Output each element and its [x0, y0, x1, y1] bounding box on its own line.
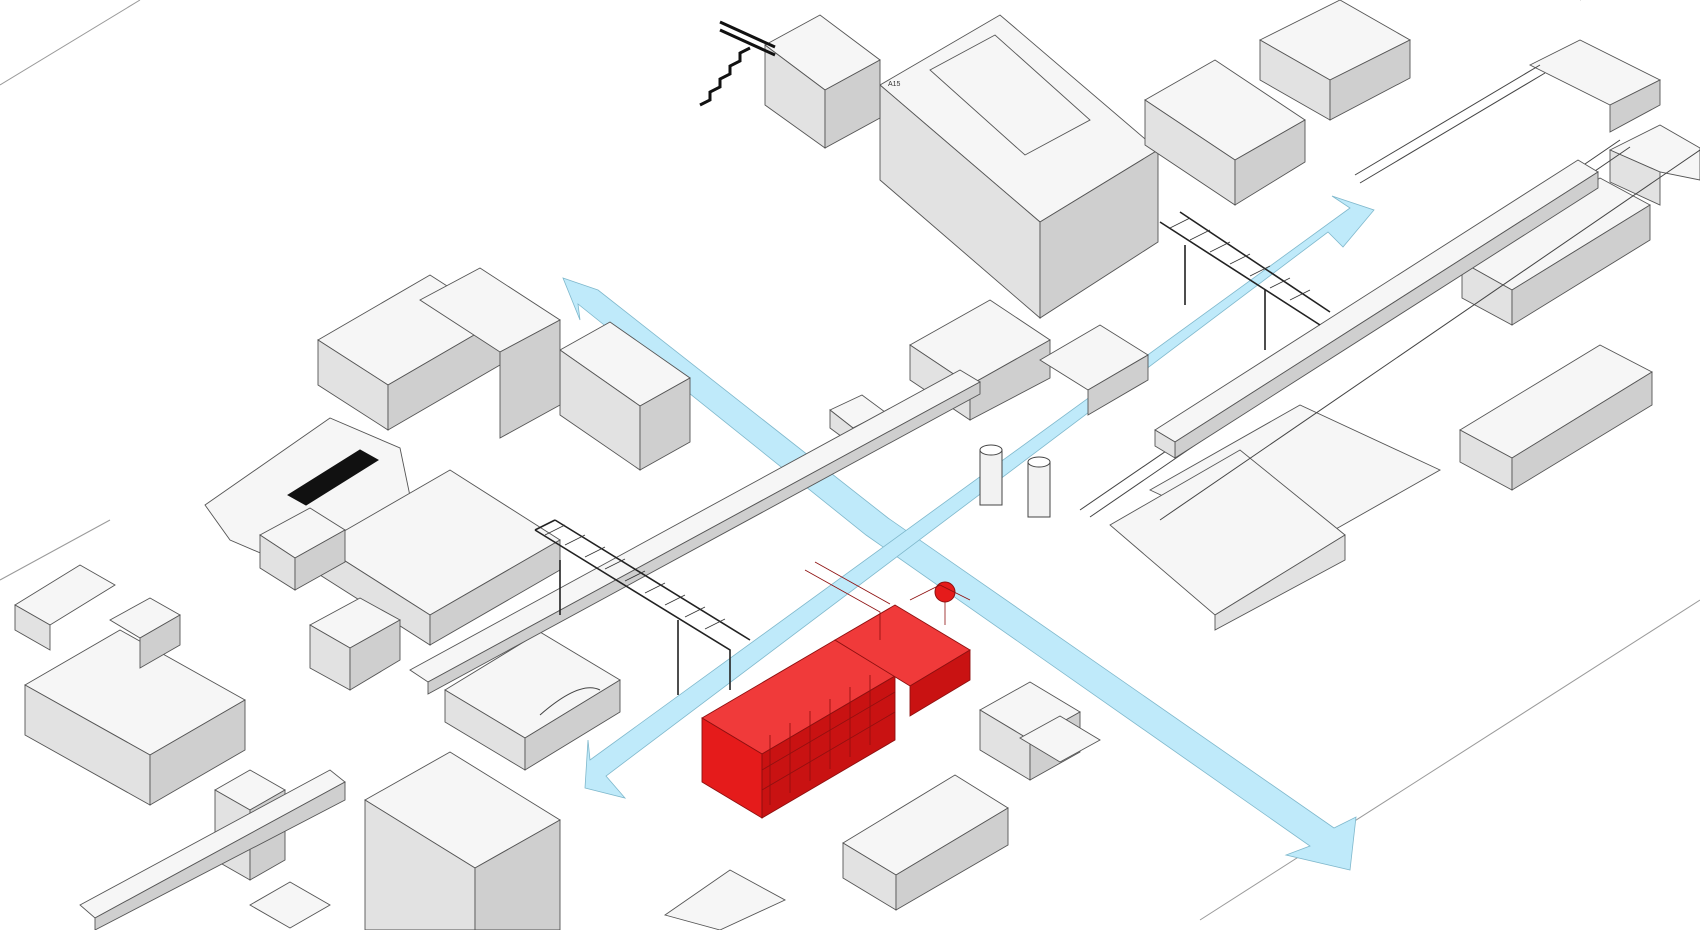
context-buildings — [14, 0, 1700, 930]
building-north-west — [764, 14, 881, 149]
axis-northwest-southeast — [562, 277, 1357, 871]
buildings-south-west — [214, 751, 561, 930]
stair-structure-north — [699, 20, 776, 107]
circulation-axes — [562, 195, 1375, 871]
tower-label-a15: A15 — [888, 81, 901, 88]
sawtooth-shed-east — [1109, 404, 1441, 631]
buildings-south-center — [663, 681, 1101, 930]
axis-southwest-northeast — [584, 195, 1375, 799]
building-north-east — [1144, 0, 1662, 206]
building-courtyard — [444, 631, 621, 771]
highlighted-building — [701, 561, 971, 819]
buildings-west-mid — [317, 267, 691, 471]
industrial-tanks — [979, 444, 1051, 518]
gantry-crane-west — [534, 519, 751, 695]
warehouse-large-north — [879, 14, 1159, 319]
train — [1154, 159, 1599, 459]
warehouses-east — [1459, 124, 1700, 491]
buildings-west-factory — [259, 469, 561, 691]
conveyor-walkway — [79, 369, 981, 930]
buildings-far-west — [14, 564, 246, 806]
gantry-crane-east — [1159, 211, 1331, 350]
